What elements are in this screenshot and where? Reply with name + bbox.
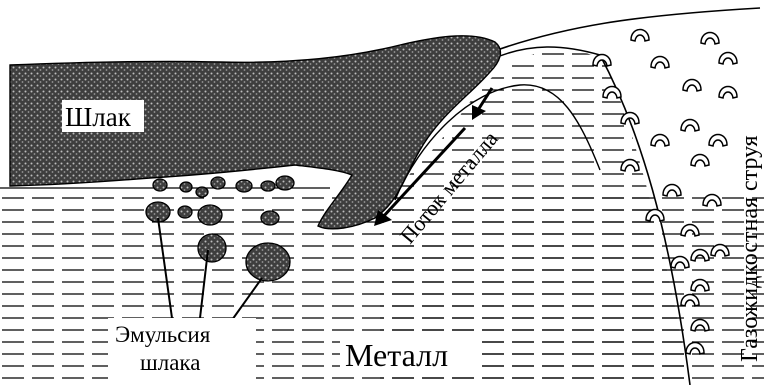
slag-droplet [198, 205, 222, 225]
gas-bubble [719, 53, 737, 65]
gas-bubble [631, 30, 649, 42]
metal-label: Металл [345, 337, 448, 373]
slag-droplet [246, 243, 290, 281]
gas-bubble [709, 135, 727, 147]
slag-droplet [261, 181, 275, 191]
slag-droplet [261, 211, 279, 225]
emulsion-label-line1: Эмульсия [115, 322, 211, 347]
slag-droplet [198, 234, 226, 262]
gas-bubble [651, 57, 669, 69]
gas-bubble [701, 33, 719, 45]
slag-droplet [196, 187, 208, 197]
jet-label: Газожидкостная струя [737, 135, 763, 362]
gas-bubble [681, 120, 699, 132]
slag-droplet [153, 179, 167, 191]
gas-bubble [651, 135, 669, 147]
gas-bubble [691, 155, 709, 167]
slag-droplet [180, 182, 192, 192]
slag-droplet [236, 180, 252, 192]
emulsion-label-line2: шлака [140, 350, 200, 375]
slag-droplet [178, 206, 192, 218]
slag-label: Шлак [65, 102, 132, 132]
slag-droplet [211, 177, 225, 189]
gas-bubble [683, 80, 701, 92]
gas-bubble [719, 87, 737, 99]
slag-droplet [276, 176, 294, 190]
